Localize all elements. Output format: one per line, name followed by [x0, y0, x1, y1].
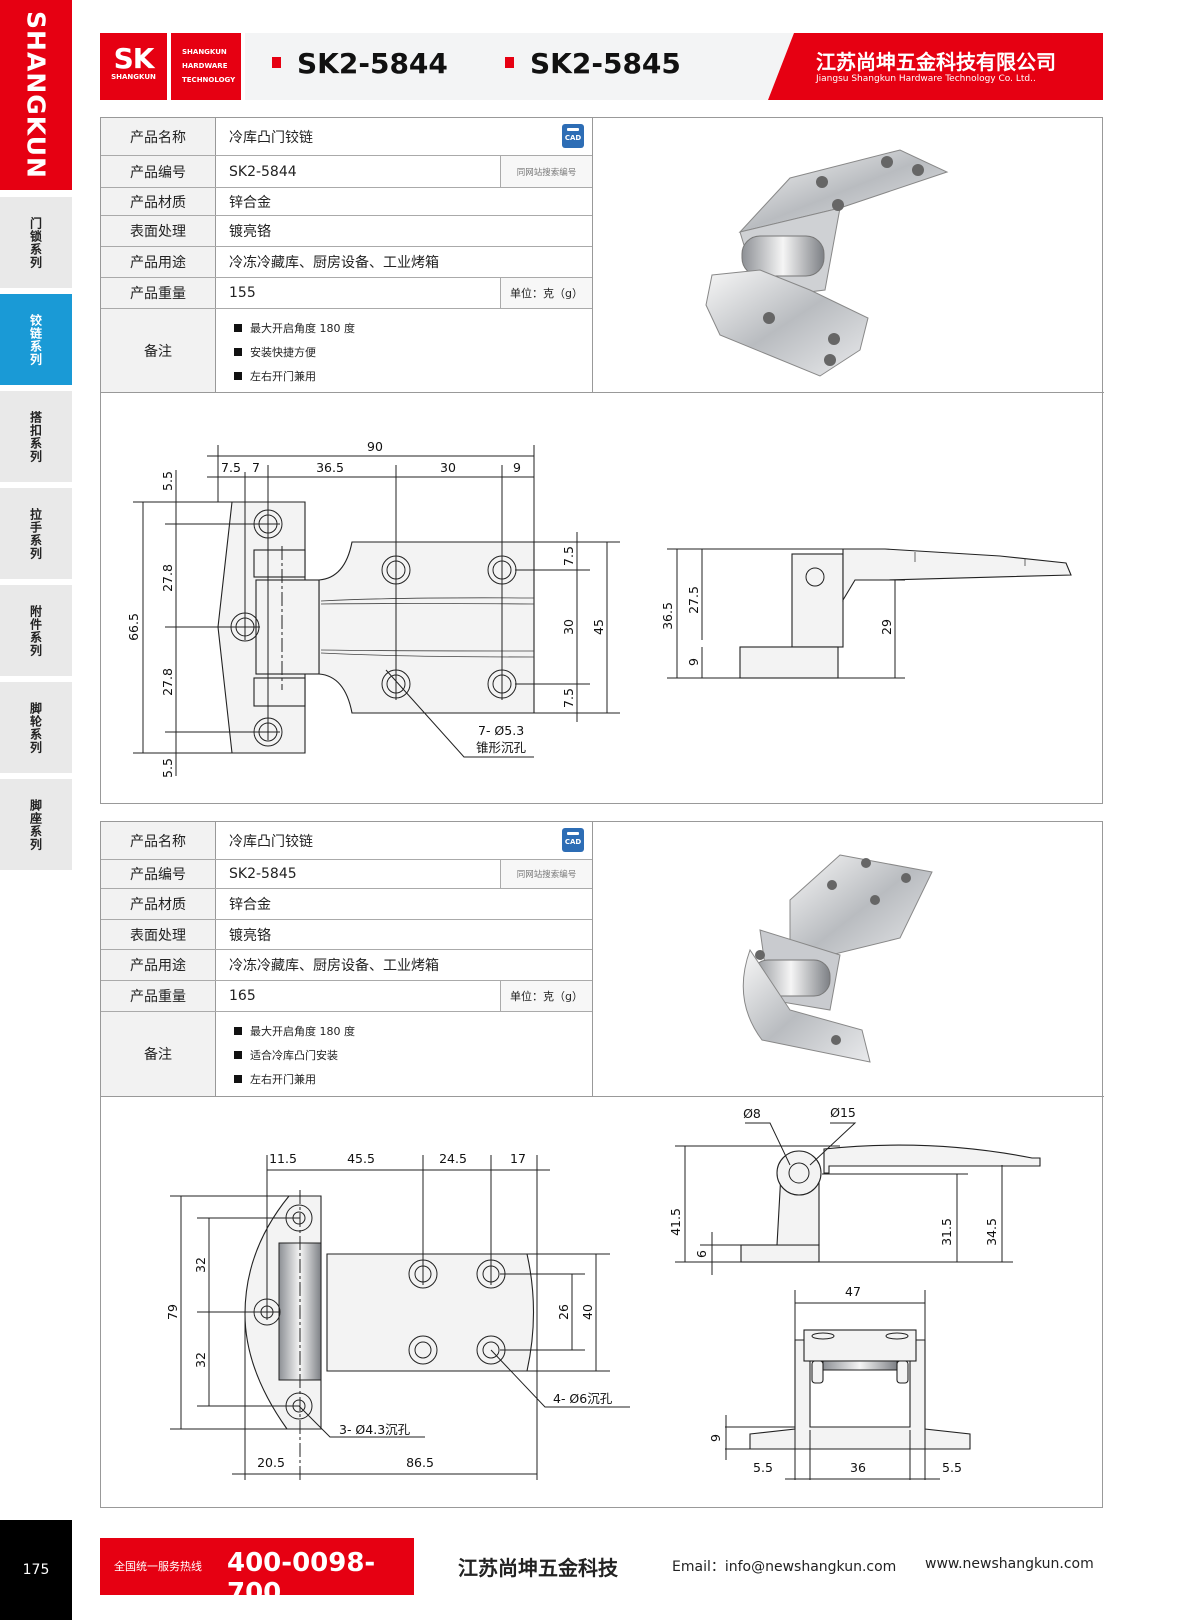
logo-line: HARDWARE: [182, 62, 228, 70]
sidebar-item-feet[interactable]: 脚座系列: [0, 779, 72, 870]
sidebar-item-label: 附件系列: [28, 604, 43, 657]
spec-row-usage: 产品用途冷冻冷藏库、厨房设备、工业烤箱: [101, 247, 592, 278]
sidebar-item-label: 搭扣系列: [28, 410, 43, 463]
code-hint: 同网站搜索编号: [500, 156, 592, 187]
sidebar-item-label: 脚轮系列: [28, 701, 43, 754]
spec-label: 产品用途: [101, 950, 216, 980]
spec-label: 产品编号: [101, 860, 216, 888]
logo-text: SHANGKUN HARDWARE TECHNOLOGY: [171, 33, 241, 100]
logo-sub: SHANGKUN: [111, 73, 156, 81]
note-item: 左右开门兼用: [234, 365, 592, 389]
product-panel-sk2-5845: 产品名称冷库凸门铰链 CAD 产品编号 SK2-5845 同网站搜索编号 产品材质锌合…: [100, 821, 1104, 1508]
spec-label: 表面处理: [101, 920, 216, 949]
sidebar-item-latches[interactable]: 搭扣系列: [0, 391, 72, 482]
spec-label: 产品名称: [101, 822, 216, 859]
page-number: 175: [0, 1520, 72, 1620]
spec-value: 冷冻冷藏库、厨房设备、工业烤箱: [229, 255, 439, 271]
spec-label: 产品用途: [101, 247, 216, 277]
spec-value: 锌合金: [229, 194, 271, 211]
sidebar-item-label: 铰链系列: [28, 313, 43, 366]
spec-label: 表面处理: [101, 216, 216, 246]
spec-value: 锌合金: [229, 897, 271, 913]
spec-row-notes: 备注最大开启角度 180 度适合冷库凸门安装左右开门兼用: [101, 1012, 592, 1096]
note-item: 安装快捷方便: [234, 341, 592, 365]
spec-table: 产品名称冷库凸门铰链 CAD 产品编号 SK2-5845 同网站搜索编号 产品材质锌合…: [101, 822, 593, 1097]
sidebar-item-door-locks[interactable]: 门锁系列: [0, 197, 72, 288]
weight-unit: 单位：克（g）: [500, 981, 592, 1011]
model-label: SK2-5844: [297, 47, 448, 80]
spec-row-name: 产品名称冷库凸门铰链 CAD: [101, 822, 592, 860]
cad-download-icon[interactable]: CAD: [562, 124, 584, 148]
logo-mark: SK: [113, 42, 155, 75]
spec-label: 产品编号: [101, 156, 216, 187]
weight-unit: 单位：克（g）: [500, 278, 592, 308]
spec-row-code: 产品编号 SK2-5845 同网站搜索编号: [101, 860, 592, 889]
cad-download-icon[interactable]: CAD: [562, 828, 584, 852]
sidebar-item-label: 拉手系列: [28, 507, 43, 560]
spec-row-name: 产品名称冷库凸门铰链 CAD: [101, 118, 592, 156]
footer-company: 江苏尚坤五金科技: [458, 1556, 618, 1580]
bullet-icon: [272, 56, 281, 68]
bullet-icon: [505, 56, 514, 68]
spec-value: 165: [229, 988, 256, 1004]
sidebar-item-label: 门锁系列: [28, 216, 43, 269]
note-item: 适合冷库凸门安装: [234, 1044, 592, 1068]
spec-value: 冷冻冷藏库、厨房设备、工业烤箱: [229, 958, 439, 974]
spec-label: 备注: [101, 1012, 216, 1096]
spec-row-code: 产品编号 SK2-5844 同网站搜索编号: [101, 156, 592, 188]
spec-value: SK2-5845: [229, 866, 297, 882]
spec-value: 冷库凸门铰链: [229, 129, 313, 146]
note-item: 最大开启角度 180 度: [234, 1020, 592, 1044]
spec-row-weight: 产品重量 165 单位：克（g）: [101, 981, 592, 1012]
logo-line: SHANGKUN: [182, 48, 227, 56]
note-item: 最大开启角度 180 度: [234, 317, 592, 341]
spec-value: 镀亮铬: [229, 927, 271, 944]
model-title: SK2-5844: [272, 47, 448, 80]
divider: [101, 1096, 1104, 1097]
note-item: 左右开门兼用: [234, 1068, 592, 1092]
code-hint: 同网站搜索编号: [500, 860, 592, 888]
spec-row-usage: 产品用途冷冻冷藏库、厨房设备、工业烤箱: [101, 950, 592, 981]
spec-label: 产品重量: [101, 981, 216, 1011]
sidebar-item-hinges[interactable]: 铰链系列: [0, 294, 72, 385]
hotline-banner: 全国统一服务热线 400-0098-700: [100, 1538, 414, 1608]
divider: [101, 392, 1104, 393]
sidebar-item-accessories[interactable]: 附件系列: [0, 585, 72, 676]
spec-row-notes: 备注最大开启角度 180 度安装快捷方便左右开门兼用: [101, 309, 592, 392]
spec-table: 产品名称冷库凸门铰链 CAD 产品编号 SK2-5844 同网站搜索编号 产品材质锌合…: [101, 118, 593, 393]
footer-website[interactable]: www.newshangkun.com: [925, 1556, 1094, 1572]
sidebar-item-label: 脚座系列: [28, 798, 43, 851]
spec-row-weight: 产品重量 155 单位：克（g）: [101, 278, 592, 309]
hotline-number[interactable]: 400-0098-700: [227, 1548, 376, 1608]
spec-row-finish: 表面处理镀亮铬: [101, 920, 592, 950]
footer-email[interactable]: Email：info@newshangkun.com: [672, 1559, 897, 1575]
spec-value: 155: [229, 285, 256, 301]
sidebar-item-casters[interactable]: 脚轮系列: [0, 682, 72, 773]
hotline-label: 全国统一服务热线: [114, 1560, 202, 1573]
sidebar-brand: SHANGKUN: [21, 11, 51, 179]
model-label: SK2-5845: [530, 47, 681, 80]
spec-label: 产品材质: [101, 889, 216, 919]
spec-row-material: 产品材质锌合金: [101, 889, 592, 920]
logo-line: TECHNOLOGY: [182, 76, 236, 84]
company-name-en: Jiangsu Shangkun Hardware Technology Co.…: [816, 74, 1036, 84]
product-panel-sk2-5844: 产品名称冷库凸门铰链 CAD 产品编号 SK2-5844 同网站搜索编号 产品材质锌合…: [100, 117, 1104, 804]
spec-value: SK2-5844: [229, 163, 297, 180]
spec-value: 冷库凸门铰链: [229, 833, 313, 850]
sidebar-brand-block: SHANGKUN: [0, 0, 72, 190]
spec-label: 产品名称: [101, 118, 216, 155]
model-title: SK2-5845: [505, 47, 681, 80]
spec-row-finish: 表面处理镀亮铬: [101, 216, 592, 247]
spec-label: 备注: [101, 309, 216, 392]
spec-value: 镀亮铬: [229, 224, 271, 240]
spec-row-material: 产品材质锌合金: [101, 188, 592, 216]
spec-label: 产品材质: [101, 188, 216, 215]
sidebar-item-handles[interactable]: 拉手系列: [0, 488, 72, 579]
spec-label: 产品重量: [101, 278, 216, 308]
company-name-cn: 江苏尚坤五金科技有限公司: [816, 50, 1056, 74]
